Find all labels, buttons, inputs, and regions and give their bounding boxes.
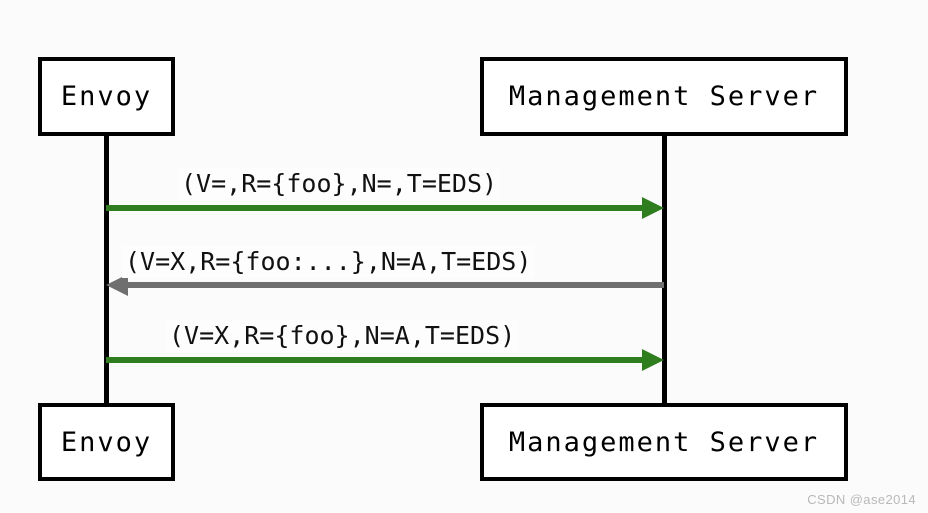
- participant-box-management-server-top: Management Server: [480, 57, 848, 136]
- message-label-2: (V=X,R={foo:...},N=A,T=EDS): [122, 246, 535, 278]
- lifeline-management-server: [662, 134, 667, 405]
- arrowhead-right-1: [642, 197, 664, 219]
- participant-box-management-server-bottom: Management Server: [480, 403, 848, 481]
- message-line-3: [106, 357, 642, 363]
- participant-box-envoy-bottom: Envoy: [38, 403, 175, 481]
- participant-box-envoy-top: Envoy: [38, 57, 175, 136]
- participant-label-envoy-bottom: Envoy: [60, 426, 153, 458]
- participant-label-management-server-bottom: Management Server: [508, 426, 820, 458]
- message-line-2: [128, 282, 664, 288]
- message-line-1: [106, 205, 642, 211]
- arrowhead-left-2: [106, 274, 128, 296]
- participant-label-envoy-top: Envoy: [60, 81, 153, 112]
- message-label-3: (V=X,R={foo},N=A,T=EDS): [166, 320, 519, 352]
- participant-label-management-server-top: Management Server: [508, 81, 820, 112]
- arrowhead-right-3: [642, 349, 664, 371]
- watermark-text: CSDN @ase2014: [807, 492, 916, 507]
- lifeline-envoy: [104, 134, 109, 405]
- message-label-1: (V=,R={foo},N=,T=EDS): [178, 168, 501, 200]
